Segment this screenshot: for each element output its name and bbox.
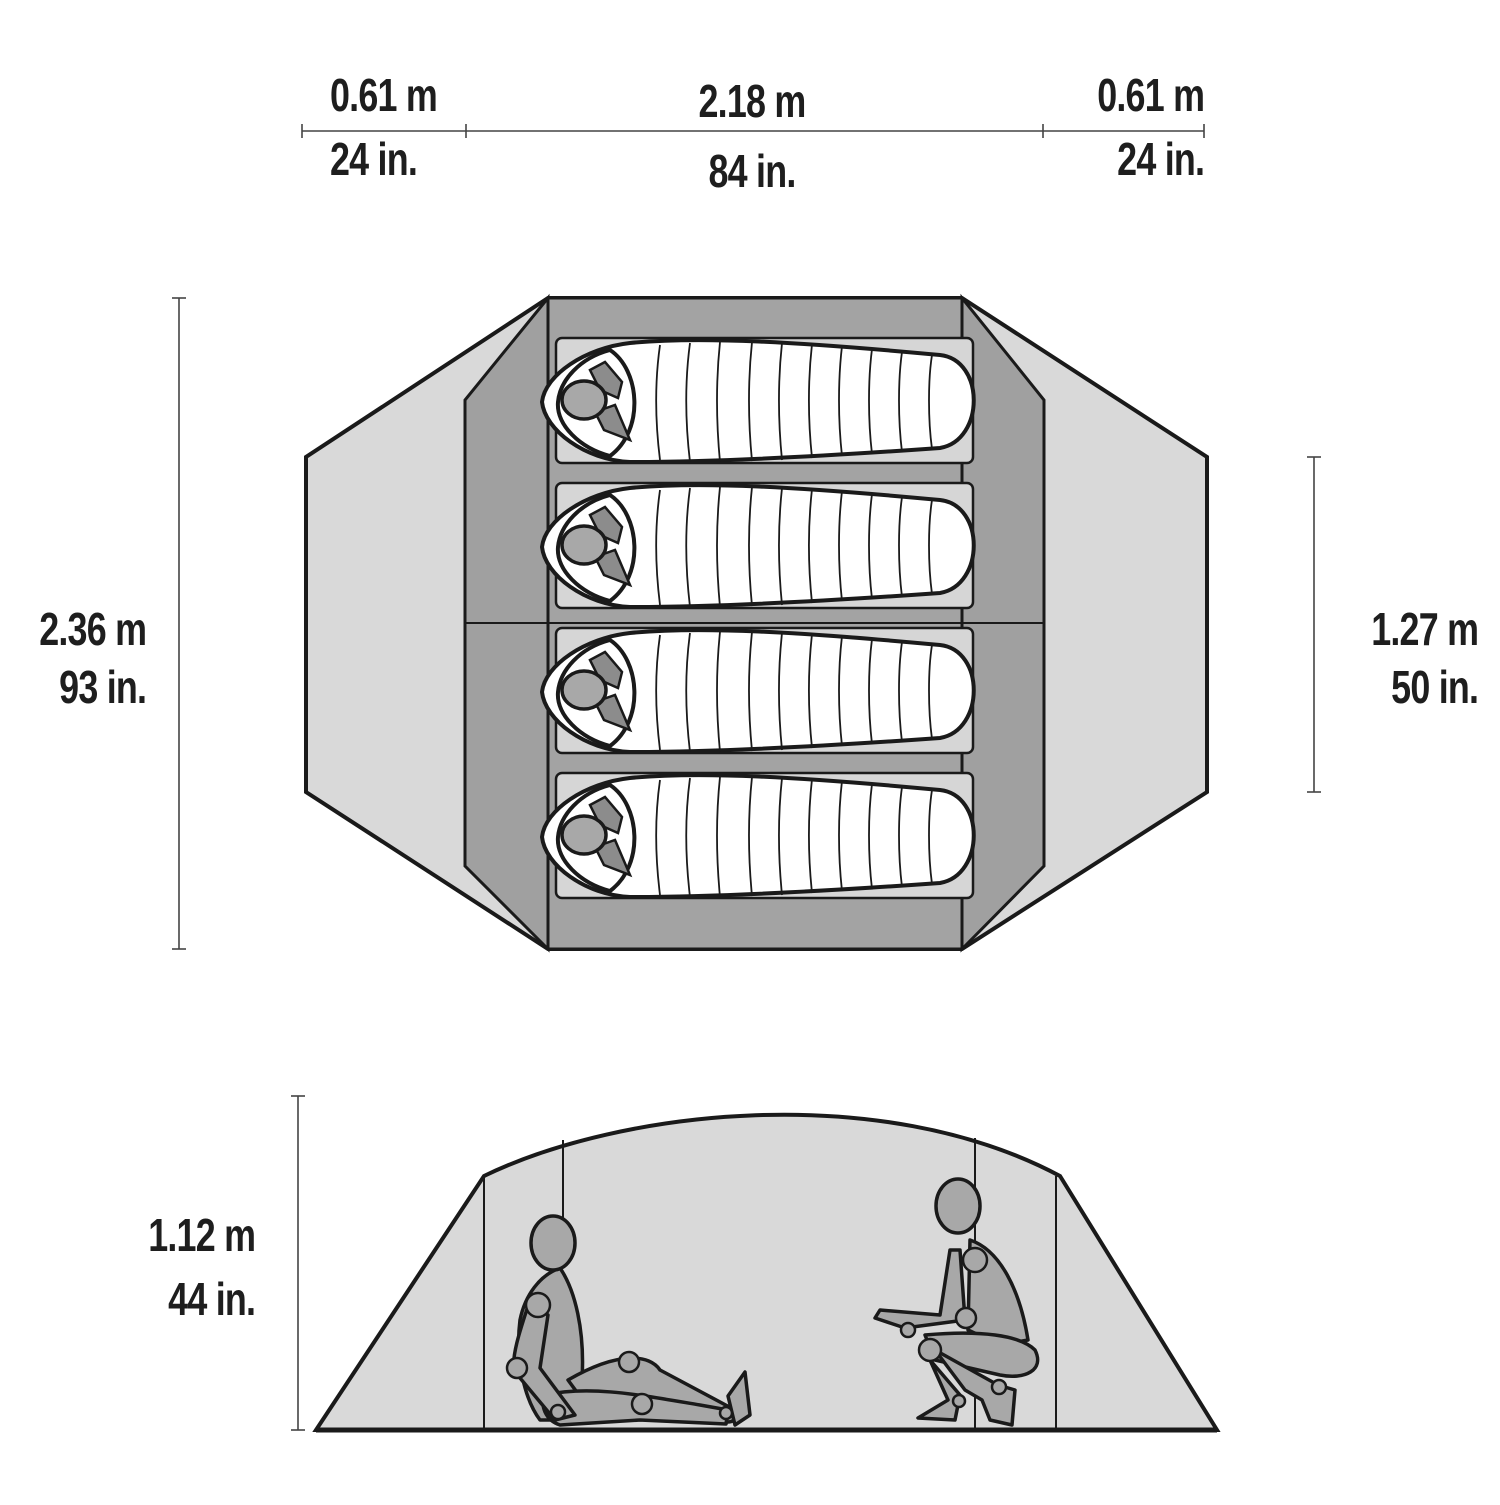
right-vestibule-dimension: 0.61 m 24 in. xyxy=(1096,69,1205,185)
sleeping-bag-row-2 xyxy=(539,481,976,610)
right-vestibule-metric: 0.61 m xyxy=(1096,69,1205,121)
height-dimension: 1.12 m 44 in. xyxy=(147,1209,256,1325)
left-vestibule-metric: 0.61 m xyxy=(330,69,438,121)
width-metric: 2.36 m xyxy=(38,603,147,655)
tent-top-view xyxy=(304,293,1209,953)
top-dimension-line xyxy=(301,124,1205,138)
floor-length-metric: 2.18 m xyxy=(698,75,806,127)
floor-width-imperial: 50 in. xyxy=(1390,661,1479,713)
person-head-icon xyxy=(560,669,608,711)
left-dimension-line xyxy=(172,297,186,950)
tent-side-profile xyxy=(312,1112,1221,1432)
tent-side-view xyxy=(312,1112,1221,1433)
right-dimension-line xyxy=(1307,456,1321,793)
floor-length-imperial: 84 in. xyxy=(708,145,796,197)
height-dimension-line xyxy=(291,1095,305,1431)
floor-width-metric: 1.27 m xyxy=(1370,603,1479,655)
left-vestibule-imperial: 24 in. xyxy=(330,133,418,185)
width-imperial: 93 in. xyxy=(58,661,147,713)
height-metric: 1.12 m xyxy=(147,1209,256,1261)
seated-person-icon xyxy=(505,1214,752,1427)
width-dimension: 2.36 m 93 in. xyxy=(38,603,147,713)
person-head-icon xyxy=(560,814,608,856)
crouching-person-icon xyxy=(873,1177,1040,1427)
sleeping-bag-row-1 xyxy=(539,336,976,465)
right-vestibule-imperial: 24 in. xyxy=(1116,133,1205,185)
sleeping-bag-row-4 xyxy=(539,771,976,900)
sleeping-bag-row-3 xyxy=(539,626,976,755)
floor-length-dimension: 2.18 m 84 in. xyxy=(674,78,830,194)
person-head-icon xyxy=(560,524,608,566)
height-imperial: 44 in. xyxy=(167,1273,256,1325)
person-head-icon xyxy=(560,379,608,421)
floor-width-dimension: 1.27 m 50 in. xyxy=(1370,603,1479,713)
left-vestibule-dimension: 0.61 m 24 in. xyxy=(330,69,438,185)
